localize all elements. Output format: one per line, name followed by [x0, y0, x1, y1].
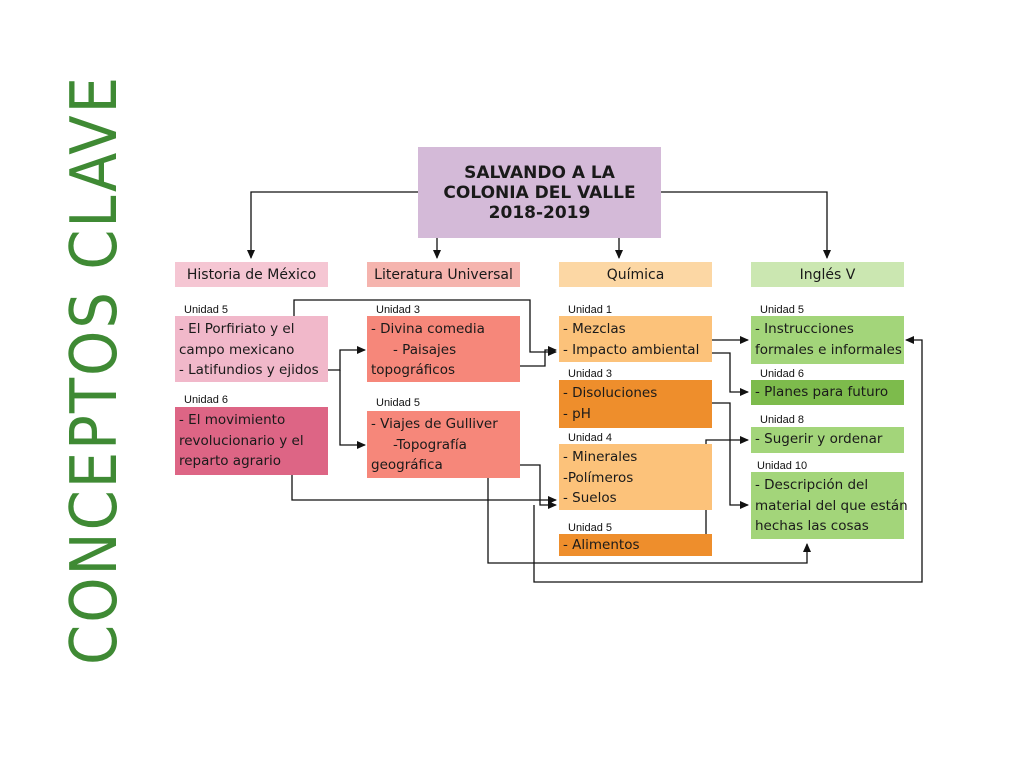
connector-main-ingles — [661, 191, 831, 259]
subject-literatura: Literatura Universal — [367, 262, 520, 287]
subject-ingles: Inglés V — [751, 262, 904, 287]
ing-u10-line-3: hechas las cosas — [755, 518, 869, 534]
box-qui-u4: - Minerales -Polímeros - Suelos — [559, 444, 712, 510]
box-hist-u6: - El movimiento revolucionario y el repa… — [175, 407, 328, 475]
main-title-line-2: COLONIA DEL VALLE — [443, 182, 636, 203]
lit-u3-line-2: - Paisajes — [393, 341, 457, 358]
qui-u4-line-1: - Minerales — [563, 449, 638, 465]
hist-u5-line-1: - El Porfiriato y el — [179, 321, 295, 337]
box-ing-u6: - Planes para futuro — [751, 380, 904, 405]
box-ing-u5: - Instrucciones formales e informales — [751, 316, 904, 364]
connector-movimiento-suelos — [291, 475, 557, 504]
unit-label-qui-u5: Unidad 5 — [568, 522, 613, 534]
ing-u8-line-1: - Sugerir y ordenar — [755, 431, 883, 447]
connector-divina-quimica — [520, 346, 557, 367]
main-title-box: SALVANDO A LA COLONIA DEL VALLE 2018-201… — [418, 147, 661, 238]
box-qui-u1: - Mezclas - Impacto ambiental — [559, 316, 712, 362]
ing-u6-line-1: - Planes para futuro — [755, 384, 889, 400]
connector-main-historia — [247, 191, 418, 259]
lit-u5-line-2: -Topografía — [393, 436, 467, 453]
connector-latifundios-gulliver — [339, 370, 366, 449]
subject-historia: Historia de México — [175, 262, 328, 287]
hist-u6-line-2: revolucionario y el — [179, 432, 304, 449]
lit-u5-line-3: geográfica — [371, 457, 443, 473]
main-title-line-1: SALVANDO A LA — [464, 162, 615, 183]
unit-label-hist-u5: Unidad 5 — [184, 304, 229, 316]
connector-gulliver-descripcion — [487, 478, 811, 564]
qui-u4-line-2: -Polímeros — [563, 469, 634, 486]
main-title-line-3: 2018-2019 — [488, 202, 591, 223]
connector-disoluciones-descripcion — [712, 402, 749, 509]
lit-u3-line-1: - Divina comedia — [371, 321, 485, 337]
qui-u5-line-1: - Alimentos — [563, 537, 640, 553]
unit-label-ing-u6: Unidad 6 — [760, 368, 805, 380]
ing-u10-line-2: material del que están — [755, 497, 908, 514]
unit-label-ing-u10: Unidad 10 — [757, 460, 808, 472]
unit-label-lit-u3: Unidad 3 — [376, 304, 421, 316]
hist-u5-line-2: campo mexicano — [179, 341, 295, 358]
qui-u4-line-3: - Suelos — [563, 490, 617, 506]
box-hist-u5: - El Porfiriato y el campo mexicano - La… — [175, 316, 328, 382]
hist-u5-line-3: - Latifundios y ejidos — [179, 362, 319, 378]
connector-latifundios-divina — [318, 346, 366, 371]
hist-u6-line-3: reparto agrario — [179, 453, 282, 469]
connector-suelos-instrucciones — [533, 336, 923, 583]
connector-porfiriato-mezclas — [293, 299, 557, 356]
box-ing-u10: - Descripción del material del que están… — [751, 472, 908, 539]
box-lit-u5: - Viajes de Gulliver -Topografía geográf… — [367, 411, 520, 478]
box-qui-u3: - Disoluciones - pH — [559, 380, 712, 428]
qui-u3-line-2: - pH — [563, 405, 591, 422]
qui-u1-line-1: - Mezclas — [563, 321, 626, 337]
connector-gulliver-minerales — [520, 464, 557, 509]
connector-alimentos-sugerir — [705, 436, 749, 535]
hist-u6-line-1: - El movimiento — [179, 412, 286, 428]
subject-quimica: Química — [559, 262, 712, 287]
qui-u1-line-2: - Impacto ambiental — [563, 341, 700, 358]
unit-label-hist-u6: Unidad 6 — [184, 394, 229, 406]
unit-label-ing-u8: Unidad 8 — [760, 414, 805, 426]
ing-u5-line-1: - Instrucciones — [755, 321, 854, 337]
qui-u3-line-1: - Disoluciones — [563, 385, 658, 401]
unit-label-qui-u4: Unidad 4 — [568, 432, 613, 444]
ing-u10-line-1: - Descripción del — [755, 477, 869, 493]
unit-label-qui-u1: Unidad 1 — [568, 304, 613, 316]
unit-label-lit-u5: Unidad 5 — [376, 397, 421, 409]
connector-impacto-planes — [712, 352, 749, 396]
ing-u5-line-2: formales e informales — [755, 341, 902, 358]
unit-label-qui-u3: Unidad 3 — [568, 368, 613, 380]
unit-label-ing-u5: Unidad 5 — [760, 304, 805, 316]
box-lit-u3: - Divina comedia - Paisajes topográficos — [367, 316, 520, 382]
lit-u5-line-1: - Viajes de Gulliver — [371, 416, 498, 432]
lit-u3-line-3: topográficos — [371, 362, 455, 378]
box-ing-u8: - Sugerir y ordenar — [751, 427, 904, 453]
box-qui-u5: - Alimentos — [559, 534, 712, 556]
